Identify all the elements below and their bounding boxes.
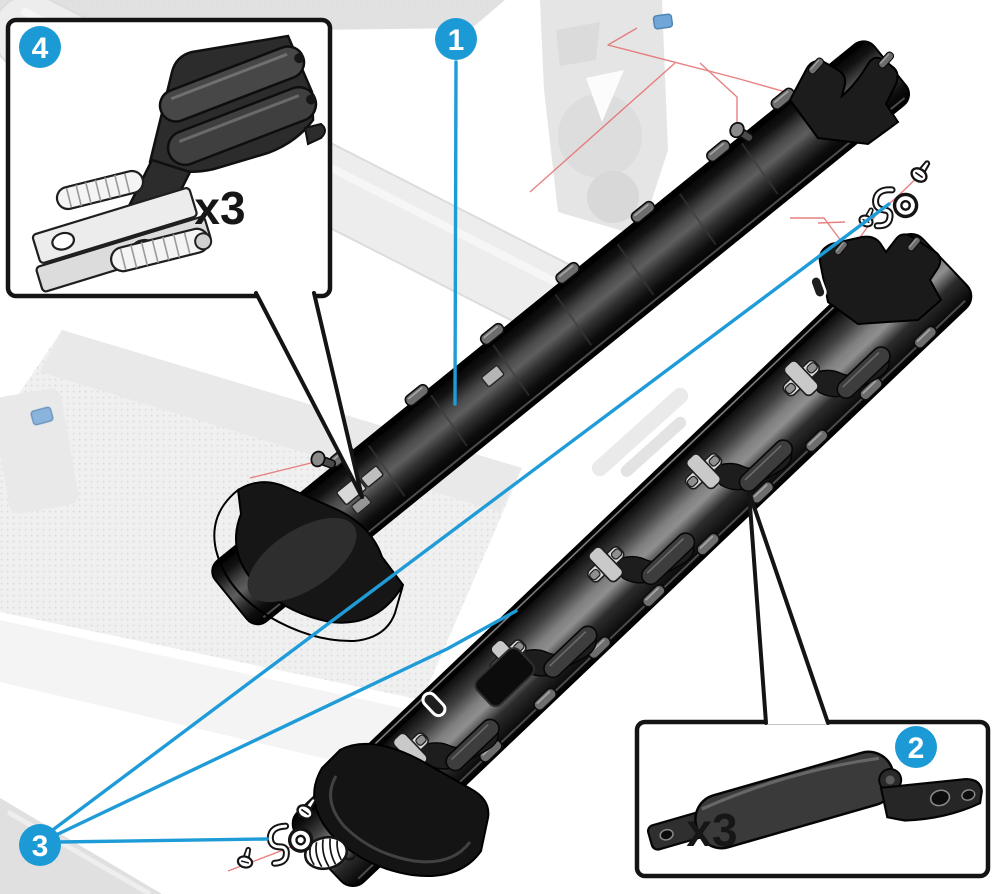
printer-panel-highlight bbox=[586, 70, 624, 122]
blue-leader-lines bbox=[52, 60, 891, 844]
callout-badge-3: 3 bbox=[19, 824, 61, 866]
printer-stand-leg-edge bbox=[6, 809, 152, 894]
callout-badge-2: 2 bbox=[895, 726, 937, 768]
callout-3-leader-line-b bbox=[54, 609, 518, 837]
red-line-diagonal-left bbox=[529, 62, 676, 193]
callout-3-leader-line-c bbox=[52, 202, 891, 831]
top-cover-rail bbox=[211, 40, 910, 643]
screw bbox=[235, 844, 257, 871]
quantity-label: x3 bbox=[194, 182, 245, 234]
red-line-latch bbox=[249, 461, 316, 479]
damper-roller-illustration bbox=[646, 750, 983, 851]
rail2-handle-recess bbox=[474, 647, 536, 708]
printer-basket-rods bbox=[591, 387, 689, 477]
callout-badge-number: 1 bbox=[448, 24, 465, 57]
callout-badge-circle bbox=[19, 26, 61, 68]
printer-gear-large bbox=[558, 94, 642, 178]
rail2-top-bracket bbox=[818, 233, 943, 326]
printer-blue-clip-top bbox=[652, 13, 674, 30]
callout-badge-number: 4 bbox=[32, 32, 49, 65]
printer-blue-clip-left bbox=[30, 406, 54, 426]
quantity-label: x3 bbox=[686, 804, 737, 856]
red-line-to-floating-screw bbox=[699, 62, 738, 128]
wire-clip bbox=[870, 184, 919, 226]
pinchwheel-assembly-illustration bbox=[31, 34, 326, 293]
printer-gear-small bbox=[587, 171, 639, 223]
inset-box-4: x3 bbox=[5, 17, 364, 499]
callout-badge-number: 2 bbox=[908, 732, 925, 765]
callout-1-leader-line bbox=[453, 60, 458, 406]
callout-badge-circle bbox=[19, 824, 61, 866]
callout-badge-1: 1 bbox=[435, 18, 477, 60]
rail1-end-cap-inner bbox=[247, 517, 357, 603]
bottom-cover-rail bbox=[291, 232, 973, 888]
inset-4-pointer bbox=[254, 291, 364, 499]
printer-roll-holder bbox=[0, 388, 79, 514]
callout-badge-circle bbox=[435, 18, 477, 60]
callout-badge-4: 4 bbox=[19, 26, 61, 68]
inset-box-2: x3 bbox=[634, 490, 991, 879]
printer-stand-leg bbox=[0, 798, 162, 894]
callout-3-leader-line-a bbox=[56, 837, 269, 844]
rail2-bottom-cap-inner bbox=[329, 775, 472, 864]
rail2-bottom-cap bbox=[313, 742, 490, 877]
callout-badge-circle bbox=[895, 726, 937, 768]
printer-basket-front-strip bbox=[0, 620, 420, 772]
screw bbox=[907, 155, 937, 186]
callout-badge-number: 3 bbox=[32, 830, 49, 863]
printer-panel-detail bbox=[556, 22, 600, 66]
red-line-clip-tick bbox=[817, 221, 846, 224]
inset-2-pointer bbox=[747, 490, 830, 725]
